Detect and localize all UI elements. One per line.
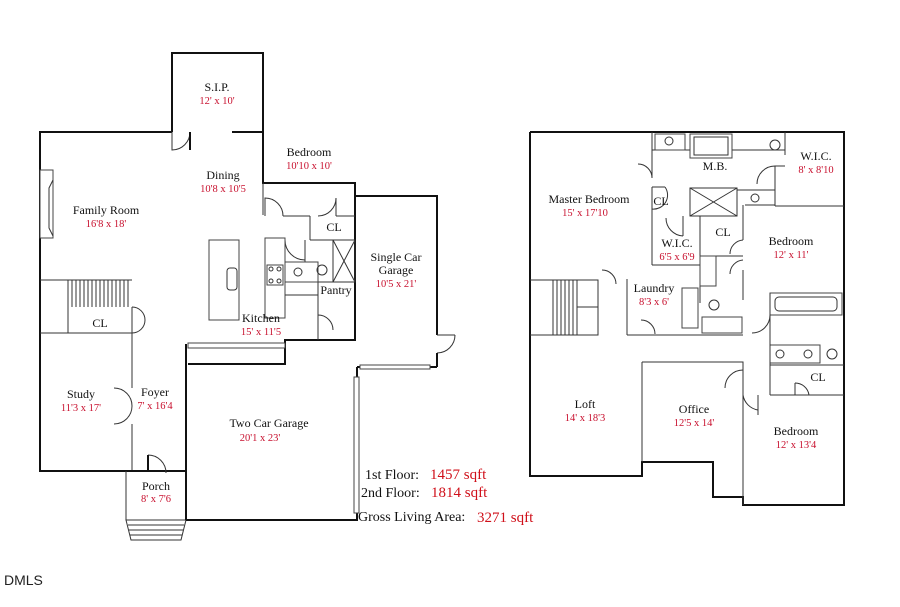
room-label-porch: Porch <box>142 479 170 493</box>
second-floor-area-value: 1814 sqft <box>431 485 488 501</box>
room-label-cl-mb: CL <box>653 194 668 208</box>
room-dims-office: 12'5 x 14' <box>674 418 715 429</box>
room-label-loft: Loft <box>575 397 596 411</box>
room-label-cl-bedroom: CL <box>715 225 730 239</box>
room-label-bedroom-2f-b: Bedroom <box>774 424 819 438</box>
room-label-cl-1f: CL <box>326 220 341 234</box>
second-floor-area-label: 2nd Floor: <box>361 486 420 501</box>
first-floor-area-value: 1457 sqft <box>430 467 487 483</box>
room-label-bedroom-1f: Bedroom <box>287 145 332 159</box>
watermark: DMLS <box>4 572 43 588</box>
room-label-mb: M.B. <box>703 159 728 173</box>
room-label-single-garage: Single Car <box>371 250 422 264</box>
room-dims-sip: 12' x 10' <box>199 96 234 107</box>
room-label-master-bedroom: Master Bedroom <box>549 192 631 206</box>
room-label-single-garage-2: Garage <box>379 263 414 277</box>
room-dims-bedroom-2f-a: 12' x 11' <box>774 250 809 261</box>
room-label-laundry: Laundry <box>634 281 675 295</box>
room-label-study: Study <box>67 387 95 401</box>
first-floor-area-label: 1st Floor: <box>365 468 419 483</box>
room-dims-single-garage: 10'5 x 21' <box>376 279 417 290</box>
gross-living-area-value: 3271 sqft <box>477 510 534 526</box>
room-label-bedroom-2f-a: Bedroom <box>769 234 814 248</box>
stairs-icon <box>67 280 129 307</box>
room-label-wic-small: W.I.C. <box>661 236 692 250</box>
second-floor-plan <box>529 131 845 506</box>
room-label-two-car-garage: Two Car Garage <box>229 416 308 430</box>
room-dims-laundry: 8'3 x 6' <box>639 297 669 308</box>
area-summary: 1st Floor: 1457 sqft 2nd Floor: 1814 sqf… <box>358 467 534 526</box>
room-label-wic-large: W.I.C. <box>800 149 831 163</box>
room-label-pantry: Pantry <box>320 283 351 297</box>
room-label-foyer: Foyer <box>141 385 169 399</box>
room-dims-foyer: 7' x 16'4 <box>137 401 173 412</box>
room-label-family-room: Family Room <box>73 203 140 217</box>
room-dims-family-room: 16'8 x 18' <box>86 219 127 230</box>
room-dims-two-car-garage: 20'1 x 23' <box>240 433 281 444</box>
first-floor-plan <box>39 52 456 541</box>
room-dims-study: 11'3 x 17' <box>61 403 101 414</box>
room-dims-bedroom-1f: 10'10 x 10' <box>286 161 332 172</box>
room-label-sip: S.I.P. <box>204 80 229 94</box>
gross-living-area-label: Gross Living Area: <box>358 510 465 525</box>
room-label-cl-2f: CL <box>810 370 825 384</box>
room-dims-wic-large: 8' x 8'10 <box>798 165 833 176</box>
room-dims-loft: 14' x 18'3 <box>565 413 606 424</box>
room-label-cl-stairs: CL <box>92 316 107 330</box>
room-label-kitchen: Kitchen <box>242 311 280 325</box>
room-dims-kitchen: 15' x 11'5 <box>241 327 281 338</box>
room-dims-bedroom-2f-b: 12' x 13'4 <box>776 440 817 451</box>
room-dims-wic-small: 6'5 x 6'9 <box>659 252 694 263</box>
room-dims-master-bedroom: 15' x 17'10 <box>562 208 608 219</box>
room-dims-dining: 10'8 x 10'5 <box>200 184 246 195</box>
room-dims-porch: 8' x 7'6 <box>141 494 171 505</box>
room-label-dining: Dining <box>206 168 239 182</box>
room-label-office: Office <box>679 402 709 416</box>
stairs-icon <box>530 279 599 336</box>
